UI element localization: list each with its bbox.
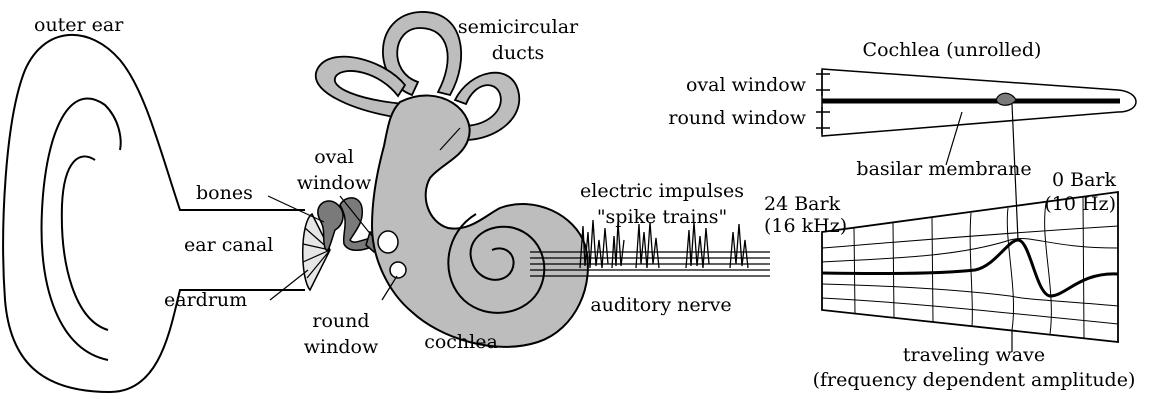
label-traveling-wave-sub: (frequency dependent amplitude) bbox=[813, 369, 1136, 391]
label-ear-canal: ear canal bbox=[184, 234, 273, 256]
label-outer-ear: outer ear bbox=[34, 14, 124, 36]
label-cochlea: cochlea bbox=[424, 331, 498, 353]
bark-0-freq-close: ) bbox=[1109, 193, 1116, 215]
label-electric-line1: electric impulses bbox=[580, 180, 744, 202]
membrane-bulge bbox=[996, 93, 1016, 105]
cochlea-unrolled bbox=[816, 69, 1136, 136]
label-round-window-right: round window bbox=[668, 107, 806, 129]
label-bark-24: 24 Bark bbox=[764, 193, 841, 215]
label-round-window-line1: round bbox=[312, 310, 369, 332]
bark-24-freq-close: ) bbox=[840, 215, 847, 237]
label-electric-line2: "spike trains" bbox=[597, 206, 727, 228]
label-cochlea-unrolled: Cochlea (unrolled) bbox=[863, 39, 1042, 61]
outer-ear bbox=[3, 35, 305, 392]
label-basilar-membrane: basilar membrane bbox=[856, 158, 1031, 180]
label-bark-24-freq: (16 kHz) bbox=[764, 215, 847, 237]
oval-window bbox=[378, 231, 398, 253]
label-oval-window-right: oval window bbox=[686, 74, 807, 96]
label-oval-window-line2: window bbox=[297, 172, 372, 194]
bark-0-freq-open: (10 bbox=[1044, 193, 1082, 215]
label-semicircular-line2: ducts bbox=[492, 42, 544, 64]
bark-0-freq-unit: Hz bbox=[1082, 193, 1109, 215]
label-bones: bones bbox=[196, 182, 253, 204]
round-window bbox=[390, 262, 406, 278]
bark-24-freq-unit: kHz bbox=[802, 215, 840, 237]
label-oval-window-line1: oval bbox=[314, 146, 354, 168]
label-auditory-nerve: auditory nerve bbox=[590, 294, 731, 316]
bark-24-freq-open: (16 bbox=[764, 215, 802, 237]
label-semicircular-line1: semicircular bbox=[458, 16, 579, 38]
label-bark-0: 0 Bark bbox=[1052, 169, 1117, 191]
label-traveling-wave: traveling wave bbox=[903, 344, 1045, 366]
label-bark-0-freq: (10 Hz) bbox=[1044, 193, 1116, 215]
label-eardrum: eardrum bbox=[164, 289, 247, 311]
label-round-window-line2: window bbox=[304, 336, 379, 358]
traveling-wave-panel bbox=[822, 104, 1118, 352]
